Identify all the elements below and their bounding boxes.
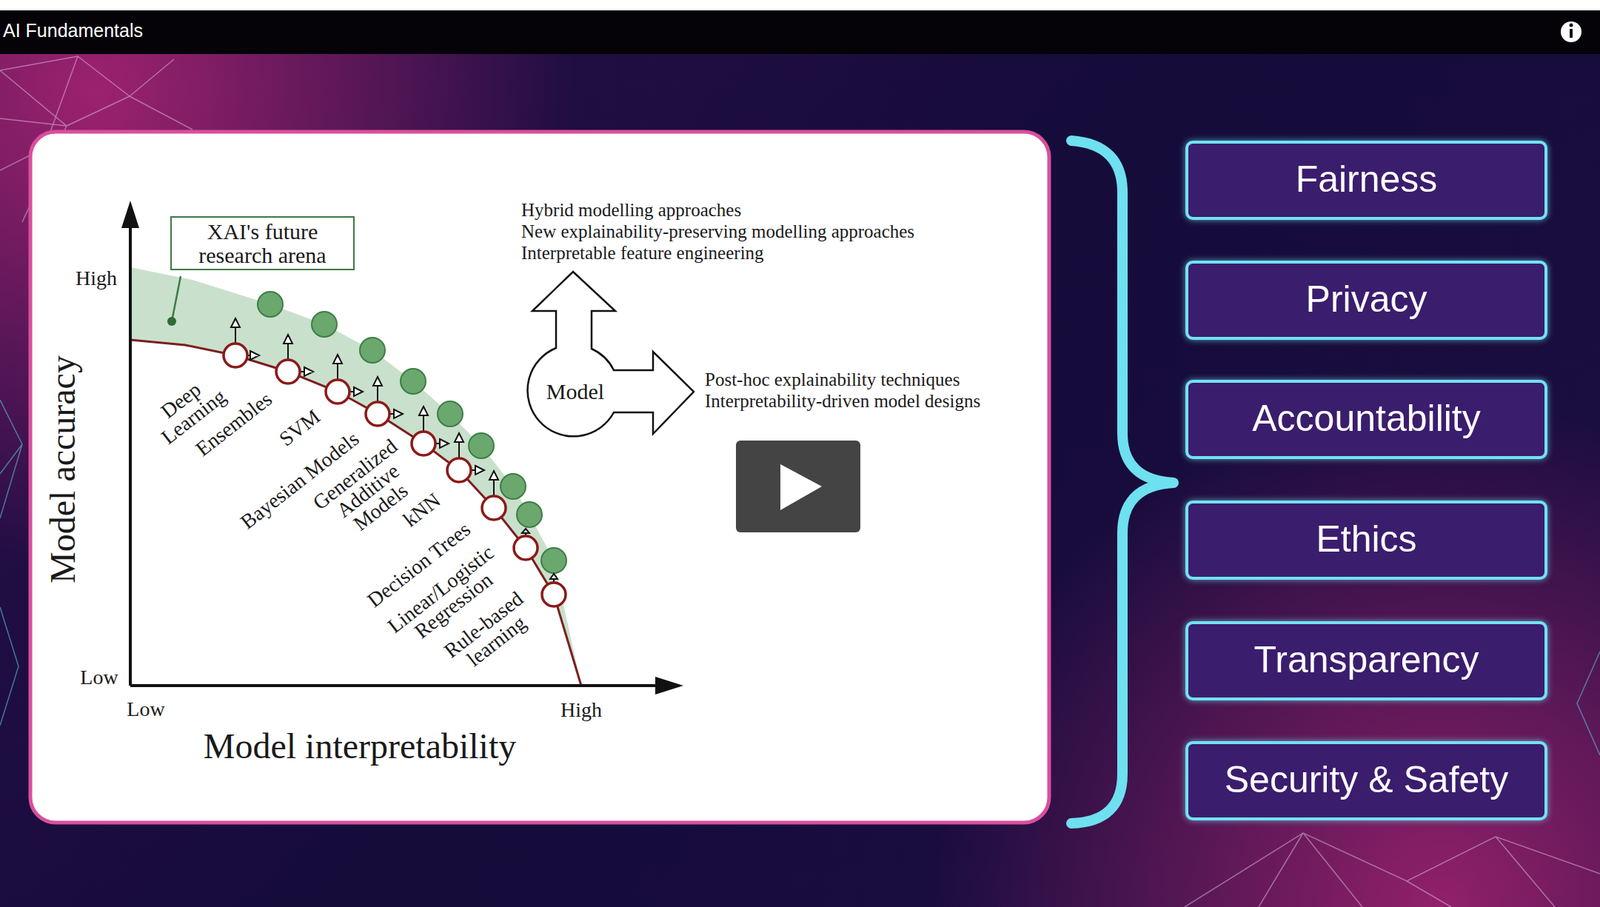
model-dot — [513, 536, 538, 560]
model-dot — [541, 582, 566, 607]
axis-title: Model accuracy — [42, 355, 83, 584]
node-text: Security & Safety — [1224, 758, 1509, 802]
future-dot — [468, 433, 494, 459]
network-line — [1577, 651, 1600, 756]
axis-tick: High — [75, 266, 117, 291]
x-axis — [130, 684, 667, 688]
node-text: XAI's future research arena — [179, 219, 346, 267]
direction-note: Interpretability-driven model designs — [704, 390, 981, 413]
model-dot — [411, 431, 436, 456]
node-text: Ethics — [1315, 518, 1417, 562]
play-button — [735, 440, 861, 533]
axis-tick: Low — [79, 665, 118, 690]
principle-box: Fairness — [1185, 140, 1548, 220]
future-dot — [311, 311, 337, 337]
direction-note: Hybrid modelling approaches — [521, 199, 742, 222]
info-icon-dot — [1569, 23, 1574, 28]
leader-line — [171, 276, 181, 322]
node-text: Privacy — [1306, 278, 1428, 322]
model-arrow-shape — [527, 271, 694, 437]
model-dot — [481, 496, 506, 520]
future-dot — [541, 547, 567, 574]
research-band — [130, 267, 582, 686]
node-text: Fairness — [1295, 158, 1438, 202]
future-dot — [257, 291, 283, 317]
model-dot — [276, 359, 300, 384]
direction-note: New explainability-preserving modelling … — [521, 221, 915, 243]
video-title: AI Fundamentals — [2, 20, 143, 42]
network-line — [0, 399, 23, 726]
model-dot — [365, 402, 390, 426]
future-dot — [500, 473, 526, 500]
model-dot — [325, 379, 350, 404]
model-dots — [223, 343, 566, 607]
axis-tick: High — [560, 698, 602, 722]
leader-dot — [167, 316, 177, 326]
top-strip — [0, 0, 1600, 11]
principle-box: Transparency — [1185, 621, 1548, 701]
x-axis-arrow — [655, 676, 684, 695]
play-triangle — [780, 464, 822, 511]
model-shape: Model — [543, 377, 608, 405]
info-icon — [1560, 21, 1582, 43]
direction-note: Post-hoc explainability techniques — [704, 369, 960, 391]
axis-tick: Low — [126, 697, 165, 722]
model-dot — [447, 458, 471, 482]
principle-box: Ethics — [1185, 500, 1548, 580]
future-model-dots — [257, 291, 567, 574]
model-name: SVM — [274, 404, 326, 452]
y-axis — [128, 214, 132, 686]
y-axis-arrow — [121, 200, 140, 229]
network-line — [1184, 832, 1600, 907]
future-dot — [437, 401, 463, 427]
node-text: Transparency — [1254, 638, 1480, 682]
curly-brace — [1071, 140, 1174, 824]
node-text: Accountability — [1252, 397, 1481, 441]
principle-box: Privacy — [1185, 260, 1548, 340]
node-text: Model — [546, 379, 605, 404]
improve-arrows — [231, 318, 558, 582]
info-icon-stem — [1569, 28, 1573, 38]
future-dot — [516, 501, 542, 528]
content-panel — [30, 131, 1050, 823]
future-dot — [400, 368, 426, 394]
title-bar — [0, 10, 1600, 55]
axis-title: Model interpretability — [203, 725, 517, 767]
principle-box: Accountability — [1185, 379, 1548, 460]
network-lines — [0, 56, 1600, 907]
direction-note: Interpretable feature engineering — [521, 242, 765, 265]
model-dot — [223, 343, 248, 368]
callout-box: XAI's future research arena — [170, 216, 355, 271]
future-dot — [359, 337, 386, 363]
principle-box: Security & Safety — [1185, 741, 1548, 821]
